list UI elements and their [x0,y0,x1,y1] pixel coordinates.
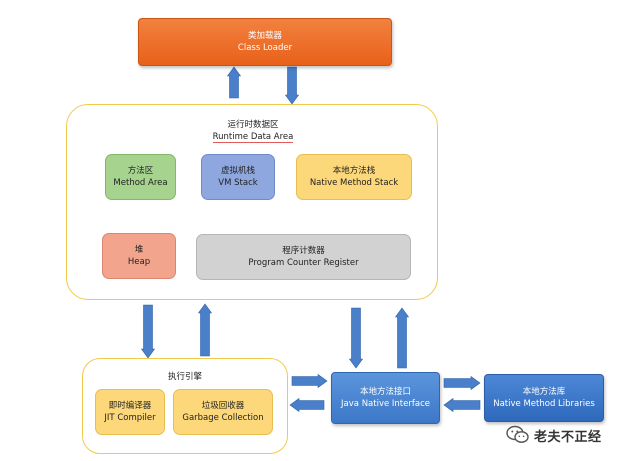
wechat-icon [506,425,529,443]
arrow-jni-to-runtime [394,307,410,369]
garbage-collection-en: Garbage Collection [182,413,264,423]
watermark: 老夫不正经 [506,423,636,447]
jni-box: 本地方法接口 Java Native Interface [331,372,440,424]
arrow-classloader-to-runtime [284,66,300,105]
arrow-runtime-to-classloader [226,66,242,99]
execution-engine-title: 执行引擎 [167,372,202,382]
heap-box: 堆 Heap [102,233,176,279]
arrow-jni-to-exec [289,397,325,413]
vm-stack-box: 虚拟机栈 VM Stack [201,154,275,200]
arrow-runtime-to-exec [140,304,156,359]
arrow-exec-to-jni [291,373,328,389]
runtime-data-area-en: Runtime Data Area [212,132,294,144]
native-method-stack-en: Native Method Stack [309,178,399,188]
native-libraries-box: 本地方法库 Native Method Libraries [484,374,604,422]
method-area-en: Method Area [113,178,168,188]
garbage-collection-box: 垃圾回收器 Garbage Collection [173,389,273,435]
runtime-data-area-zh: 运行时数据区 [227,120,279,130]
method-area-box: 方法区 Method Area [105,154,176,200]
class-loader-box: 类加载器 Class Loader [138,18,392,66]
jni-en: Java Native Interface [341,399,430,409]
runtime-data-area-title: 运行时数据区 Runtime Data Area [200,119,306,144]
jni-zh: 本地方法接口 [359,386,411,397]
vm-stack-en: VM Stack [218,178,258,188]
class-loader-en: Class Loader [237,43,293,53]
class-loader-zh: 类加载器 [247,30,282,41]
method-area-zh: 方法区 [127,165,154,176]
arrow-libraries-to-jni [443,397,481,413]
jit-compiler-en: JIT Compiler [104,413,156,423]
pc-register-en: Program Counter Register [248,258,359,268]
watermark-text: 老夫不正经 [534,429,602,445]
native-libraries-en: Native Method Libraries [493,399,595,409]
heap-en: Heap [127,257,151,267]
native-method-stack-box: 本地方法栈 Native Method Stack [296,154,412,200]
jit-compiler-box: 即时编译器 JIT Compiler [95,389,165,435]
arrow-jni-to-libraries [443,375,481,391]
garbage-collection-zh: 垃圾回收器 [201,400,245,411]
vm-stack-zh: 虚拟机栈 [220,165,255,176]
native-libraries-zh: 本地方法库 [522,386,566,397]
jit-compiler-zh: 即时编译器 [108,400,152,411]
arrow-exec-to-runtime [197,303,213,357]
heap-zh: 堆 [134,244,144,255]
native-method-stack-zh: 本地方法栈 [332,165,376,176]
arrow-runtime-to-jni [348,307,364,369]
pc-register-box: 程序计数器 Program Counter Register [196,234,411,280]
pc-register-zh: 程序计数器 [282,245,325,256]
